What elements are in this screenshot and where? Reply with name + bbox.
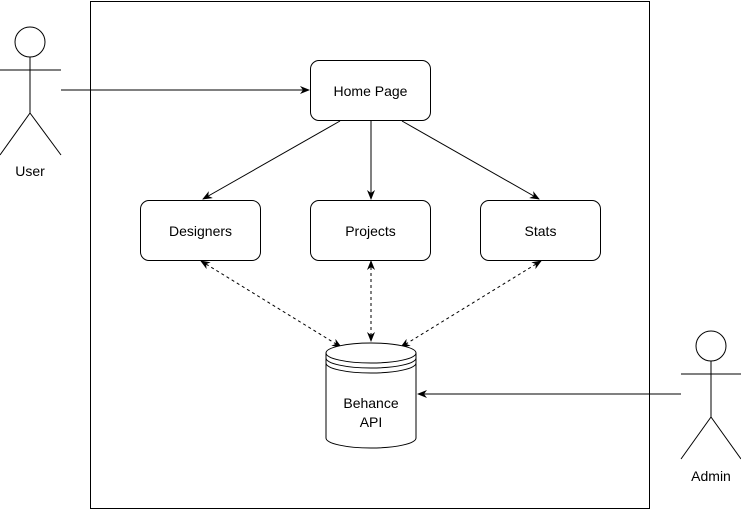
behance-api-label-line1: Behance xyxy=(343,395,399,411)
behance-api-label-line2: API xyxy=(359,414,383,430)
projects-node: Projects xyxy=(310,200,431,261)
user-actor-label: User xyxy=(15,163,45,179)
home-page-node: Home Page xyxy=(310,60,431,121)
admin-actor-label: Admin xyxy=(691,468,731,484)
behance-api-label: Behance API xyxy=(326,394,416,432)
edge-home-designers xyxy=(202,120,341,200)
stats-label: Stats xyxy=(524,222,557,239)
stats-node: Stats xyxy=(480,200,601,261)
home-page-label: Home Page xyxy=(333,82,408,99)
system-boundary xyxy=(90,1,650,509)
designers-node: Designers xyxy=(140,200,261,261)
edge-home-stats xyxy=(401,120,540,200)
admin-actor-figure xyxy=(680,330,741,460)
behance-api-database xyxy=(325,342,417,449)
projects-label: Projects xyxy=(345,222,396,239)
user-actor-figure xyxy=(0,26,62,156)
designers-label: Designers xyxy=(168,222,233,239)
